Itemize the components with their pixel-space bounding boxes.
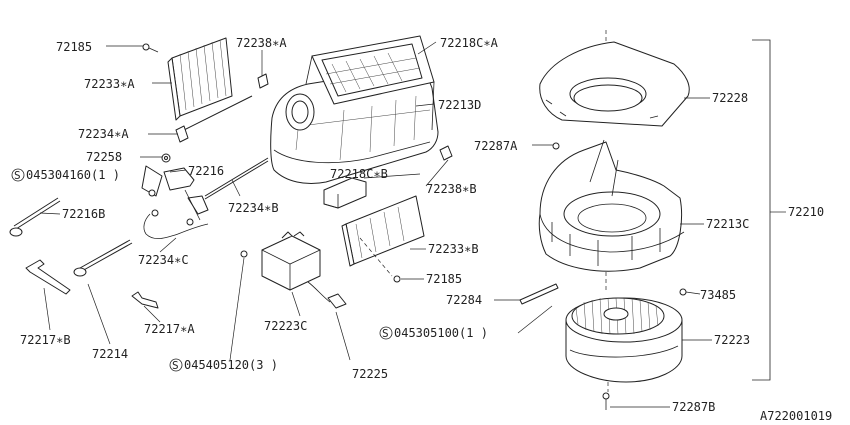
rod-72216b <box>9 197 61 237</box>
label-72238b: 72238∗B <box>426 182 477 196</box>
label-72218ca: 72218C∗A <box>440 36 499 50</box>
label-72284: 72284 <box>446 293 482 307</box>
label-72185-bottom: 72185 <box>426 272 462 286</box>
label-72238a: 72238∗A <box>236 36 287 50</box>
resistor-module-72223c <box>240 231 347 309</box>
bushing-72258 <box>161 153 171 163</box>
label-72258: 72258 <box>86 150 122 164</box>
label-72233a: 72233∗A <box>84 77 135 91</box>
screw-72287b <box>602 392 610 410</box>
screw-symbol-045304160: S 045304160(1 ) <box>11 168 120 182</box>
intake-housing-72213d <box>270 35 439 184</box>
label-72234b: 72234∗B <box>228 201 279 215</box>
screw-72185-bottom <box>393 275 401 283</box>
label-72218cb: 72218C∗B <box>330 167 388 181</box>
label-72223c: 72223C <box>264 319 307 333</box>
drawing-number: A722001019 <box>760 409 832 423</box>
label-72234a: 72234∗A <box>78 127 129 141</box>
screw-72287a <box>552 142 560 150</box>
lever-72216 <box>141 165 209 239</box>
clip-72238a <box>257 73 269 89</box>
screw-72185-top <box>142 43 159 53</box>
label-72216b: 72216B <box>62 207 105 221</box>
rod-72214 <box>73 239 133 277</box>
blower-motor-72223 <box>565 297 683 383</box>
filter-72233b <box>341 195 425 277</box>
leader-lines <box>39 41 712 408</box>
label-045304160: 045304160(1 ) <box>26 168 120 182</box>
bracket-72217b <box>25 259 71 295</box>
label-72216: 72216 <box>188 164 224 178</box>
screw-symbol-045405120: S 045405120(3 ) <box>169 358 278 372</box>
screw-symbol-letter: S <box>14 169 21 182</box>
label-72225: 72225 <box>352 367 388 381</box>
screw-73485 <box>679 288 687 296</box>
blower-cover-72228 <box>539 41 690 127</box>
label-72287b: 72287B <box>672 400 715 414</box>
label-72213c: 72213C <box>706 217 749 231</box>
label-72213d: 72213D <box>438 98 481 112</box>
label-72210: 72210 <box>788 205 824 219</box>
clip-72238b <box>439 145 453 161</box>
filter-case-72233a <box>167 37 233 121</box>
label-72217b: 72217∗B <box>20 333 71 347</box>
label-045405120: 045405120(3 ) <box>184 358 278 372</box>
label-72214: 72214 <box>92 347 128 361</box>
screw-symbol-letter: S <box>382 327 389 340</box>
label-72228: 72228 <box>712 91 748 105</box>
assembly-bracket-72210 <box>752 39 786 381</box>
door-72218cb <box>323 177 367 209</box>
label-72287a: 72287A <box>474 139 518 153</box>
cable-72234c <box>177 218 209 235</box>
label-72233b: 72233∗B <box>428 242 479 256</box>
screw-symbol-045305100: S 045305100(1 ) <box>379 326 488 340</box>
part-labels: 72185 72233∗A 72238∗A 72218C∗A 72213D 72… <box>11 36 832 423</box>
label-73485: 73485 <box>700 288 736 302</box>
screw-symbol-letter: S <box>172 359 179 372</box>
rod-72234b <box>204 157 269 200</box>
label-72234c: 72234∗C <box>138 253 189 267</box>
rod-72234a <box>175 95 253 143</box>
label-72185-top: 72185 <box>56 40 92 54</box>
clip-72217a <box>131 291 159 309</box>
blower-housing-72213c <box>538 139 685 272</box>
label-72223: 72223 <box>714 333 750 347</box>
label-045305100: 045305100(1 ) <box>394 326 488 340</box>
bracket-72284 <box>519 283 559 305</box>
label-72217a: 72217∗A <box>144 322 195 336</box>
